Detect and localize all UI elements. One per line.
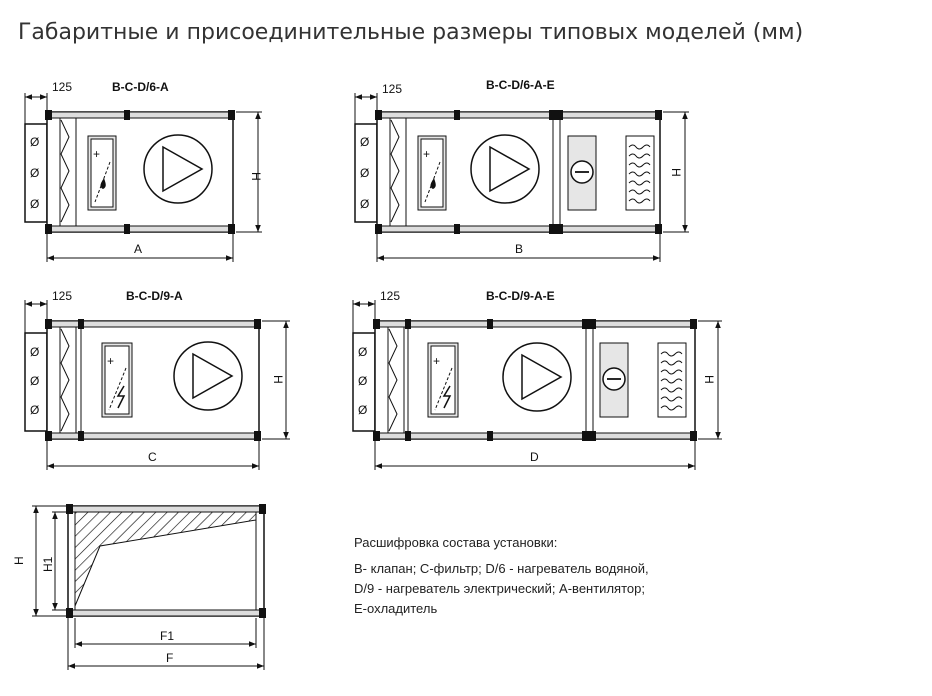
- damper-symbol: Ø: [360, 135, 369, 149]
- water-drop-icon: [430, 178, 436, 189]
- lightning-icon: [442, 385, 452, 409]
- dimension-offset-label: 125: [382, 82, 402, 96]
- dimension-width-label: C: [148, 450, 157, 464]
- damper-symbol: Ø: [358, 403, 367, 417]
- dimension-height1-label: H1: [41, 556, 55, 572]
- filter-section: [59, 327, 77, 433]
- dimension-height-label: H: [271, 375, 285, 384]
- damper-symbol: Ø: [30, 166, 39, 180]
- drawing-b-c-d9-a-e: Ø Ø Ø +: [352, 289, 722, 470]
- dimension-height-label: H: [249, 172, 263, 181]
- damper-symbol: Ø: [30, 135, 39, 149]
- damper-symbol: Ø: [30, 197, 39, 211]
- cooler-section: [599, 342, 629, 418]
- drawing-b-c-d6-a-e: Ø Ø Ø +: [354, 78, 689, 262]
- legend-line: B- клапан; C-фильтр; D/6 - нагреватель в…: [354, 561, 649, 576]
- dimension-width-label: D: [530, 450, 539, 464]
- water-heater-section: +: [87, 135, 117, 211]
- dimension-width-label: F: [166, 651, 173, 665]
- damper-symbol: Ø: [360, 197, 369, 211]
- model-label: B-C-D/6-A-E: [486, 78, 555, 92]
- fan-section: [143, 134, 213, 204]
- filter-section: [59, 118, 77, 226]
- legend-line: E-охладитель: [354, 601, 438, 616]
- dimension-height-label: H: [669, 168, 683, 177]
- dimension-offset-label: 125: [52, 289, 72, 303]
- water-drop-icon: [100, 178, 106, 189]
- damper-symbol: Ø: [358, 374, 367, 388]
- damper-symbol: Ø: [30, 374, 39, 388]
- drawing-b-c-d9-a: Ø Ø Ø + 125 B-C-D/9-: [24, 289, 290, 470]
- cooler-waves-section: [625, 135, 655, 211]
- plus-icon: +: [433, 354, 440, 368]
- plus-icon: +: [93, 147, 100, 161]
- fan-icon: [192, 352, 234, 400]
- dimension-width1-label: F1: [160, 629, 174, 643]
- filter-section: [387, 327, 405, 433]
- dimension-width-label: A: [134, 242, 142, 256]
- lightning-icon: [116, 385, 126, 409]
- cooler-waves-section: [657, 342, 687, 418]
- legend-heading: Расшифровка состава установки:: [354, 535, 558, 550]
- model-label: B-C-D/6-A: [112, 80, 169, 94]
- damper-symbol: Ø: [30, 403, 39, 417]
- electric-heater-section: +: [101, 342, 133, 418]
- cooler-section: [567, 135, 597, 211]
- damper-symbol: Ø: [30, 345, 39, 359]
- filter-section: [389, 118, 407, 226]
- model-label: B-C-D/9-A-E: [486, 289, 555, 303]
- fan-icon: [489, 145, 531, 193]
- fan-icon: [521, 353, 563, 401]
- fan-section: [470, 134, 540, 204]
- fan-section: [173, 341, 243, 411]
- drawing-b-c-d6-a: Ø Ø Ø +: [24, 80, 263, 262]
- legend-line: D/9 - нагреватель электрический; A-венти…: [354, 581, 645, 596]
- dimension-offset-label: 125: [52, 80, 72, 94]
- water-heater-section: +: [417, 135, 447, 211]
- dimension-height-label: H: [702, 375, 716, 384]
- page-title: Габаритные и присоединительные размеры т…: [18, 20, 804, 45]
- fan-section: [502, 342, 572, 412]
- fan-icon: [162, 145, 204, 193]
- dimension-width-label: B: [515, 242, 523, 256]
- dimension-offset-label: 125: [380, 289, 400, 303]
- model-label: B-C-D/9-A: [126, 289, 183, 303]
- dimension-height-label: H: [12, 556, 26, 565]
- cross-section-drawing: H H1 F1 F: [12, 504, 266, 670]
- damper-symbol: Ø: [358, 345, 367, 359]
- electric-heater-section: +: [427, 342, 459, 418]
- legend: Расшифровка состава установки: B- клапан…: [354, 533, 649, 619]
- plus-icon: +: [423, 147, 430, 161]
- plus-icon: +: [107, 354, 114, 368]
- damper-symbol: Ø: [360, 166, 369, 180]
